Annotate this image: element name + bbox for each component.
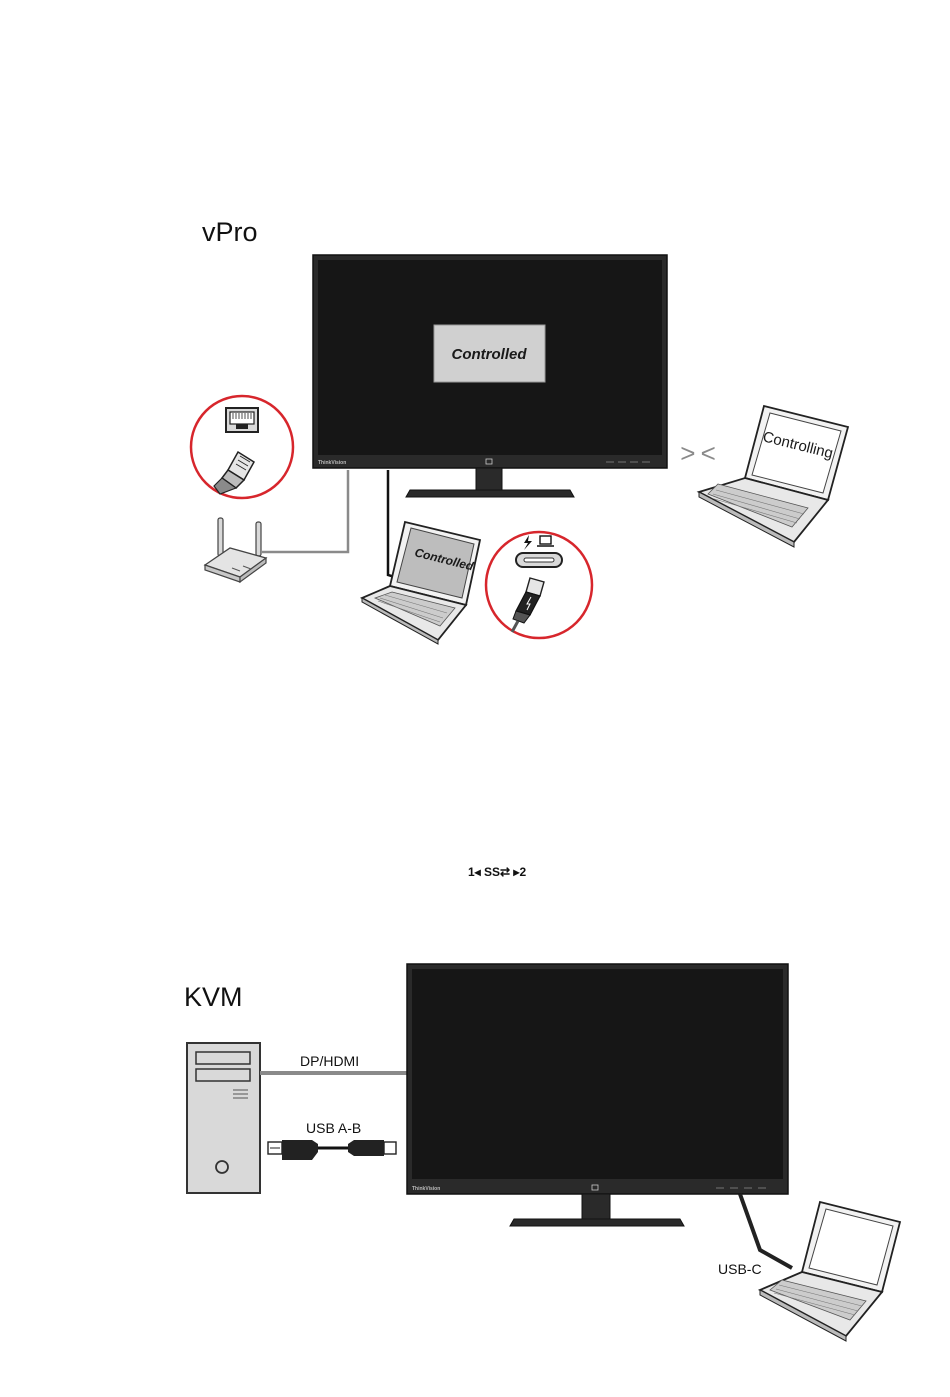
desktop-tower — [187, 1043, 260, 1193]
usb-ab-label: USB A-B — [306, 1120, 361, 1136]
kvm-monitor-brand: ThinkVision — [412, 1186, 440, 1192]
usbc-label: USB-C — [718, 1261, 762, 1277]
kvm-monitor: ThinkVision — [407, 964, 788, 1226]
dp-hdmi-label: DP/HDMI — [300, 1053, 359, 1069]
usb-ab-cable — [268, 1140, 396, 1160]
kvm-usbc-cable — [740, 1194, 792, 1268]
kvm-laptop — [760, 1202, 900, 1341]
